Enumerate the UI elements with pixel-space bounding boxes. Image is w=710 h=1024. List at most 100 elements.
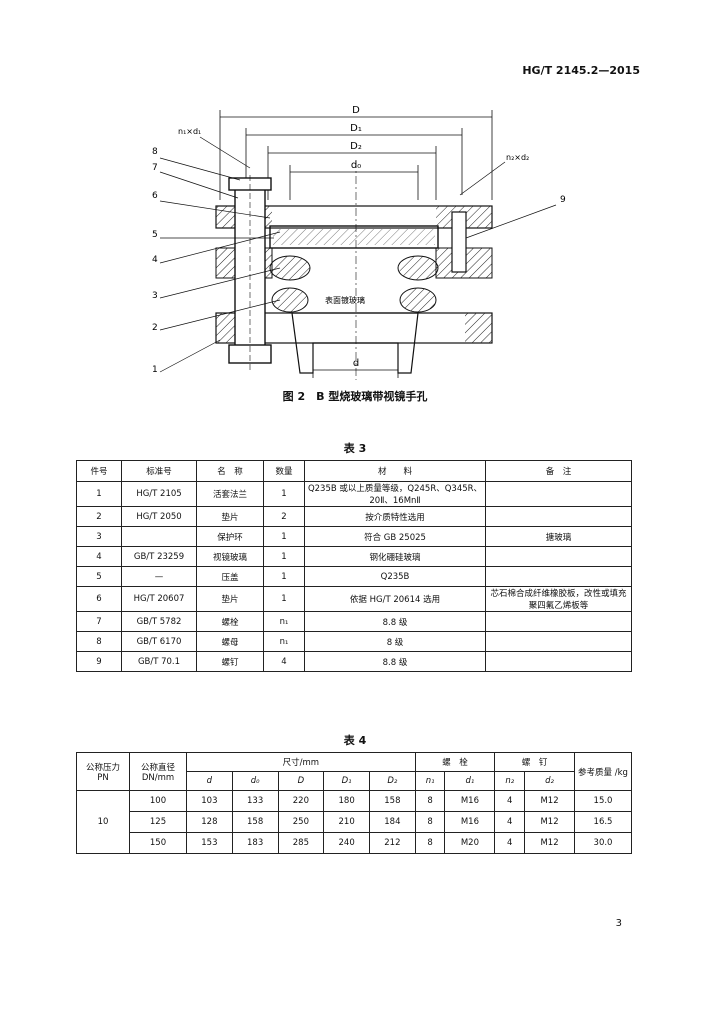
table-cell: GB/T 23259	[121, 546, 197, 567]
table-cell: Q235B 或以上质量等级，Q245R、Q345R、20Ⅱ、16MnⅡ	[304, 481, 486, 507]
col-material: 材 料	[304, 460, 486, 482]
standard-id: HG/T 2145.2—2015	[522, 64, 640, 77]
table-cell: 活套法兰	[196, 481, 264, 507]
callout-9: 9	[560, 195, 566, 205]
table-cell: 6	[76, 586, 122, 612]
table-cell: 128	[186, 811, 233, 833]
table-cell: 2	[263, 506, 305, 527]
dim-n2d2: n₂×d₂	[506, 153, 529, 162]
table-cell	[121, 526, 197, 547]
subheader-cell: D₂	[369, 771, 416, 791]
table-cell: 3	[76, 526, 122, 547]
col-bolt-group: 螺 栓	[414, 752, 496, 772]
table-cell	[485, 506, 632, 527]
table-cell: 螺母	[196, 631, 264, 652]
table-cell: 4	[494, 790, 526, 812]
table-cell: M12	[524, 832, 575, 854]
table-cell: 8	[414, 790, 446, 812]
table-cell: 8	[414, 832, 446, 854]
table4-caption: 表 4	[343, 734, 367, 747]
table-cell: —	[121, 566, 197, 587]
table-cell: 按介质特性选用	[304, 506, 486, 527]
subheader-cell: D₁	[323, 771, 370, 791]
table-cell: 4	[76, 546, 122, 567]
callout-2: 2	[152, 323, 158, 333]
table-cell: 100	[129, 790, 187, 812]
table-cell: 5	[76, 566, 122, 587]
table-cell: HG/T 2050	[121, 506, 197, 527]
table-cell: 视镜玻璃	[196, 546, 264, 567]
table-cell: 212	[369, 832, 416, 854]
table-cell: M20	[444, 832, 496, 854]
col-part-no: 件号	[76, 460, 122, 482]
pn-cell: 10	[76, 790, 130, 854]
table-cell: n₁	[263, 611, 305, 632]
callout-6: 6	[152, 191, 158, 201]
table-cell: 240	[323, 832, 370, 854]
page-number: 3	[615, 918, 622, 929]
table-cell: 184	[369, 811, 416, 833]
table-cell	[485, 631, 632, 652]
col-pn: 公称压力 PN	[76, 752, 130, 791]
col-qty: 数量	[263, 460, 305, 482]
dim-D: D	[352, 105, 360, 116]
dim-D2: D₂	[350, 141, 362, 152]
col-screw-group: 螺 钉	[494, 752, 575, 772]
subheader-cell: n₂	[494, 771, 526, 791]
table-cell: 4	[494, 832, 526, 854]
table-cell: M16	[444, 790, 496, 812]
table-cell: 16.5	[574, 811, 632, 833]
callout-4: 4	[152, 255, 158, 265]
table-cell: GB/T 5782	[121, 611, 197, 632]
table-cell: 1	[263, 481, 305, 507]
table-cell: 4	[263, 651, 305, 672]
table-cell: 180	[323, 790, 370, 812]
surface-annotation: 表面镀玻璃	[325, 295, 365, 305]
table-cell	[485, 611, 632, 632]
callout-5: 5	[152, 230, 158, 240]
table-cell: HG/T 2105	[121, 481, 197, 507]
callout-8: 8	[152, 147, 158, 157]
table-cell: 8	[414, 811, 446, 833]
col-size-group: 尺寸/mm	[186, 752, 416, 772]
table-cell: 依据 HG/T 20614 选用	[304, 586, 486, 612]
table-cell: HG/T 20607	[121, 586, 197, 612]
table3-caption: 表 3	[343, 442, 367, 455]
table-cell: 250	[277, 811, 325, 833]
figure-caption: 图 2 B 型烧玻璃带视镜手孔	[282, 390, 428, 403]
table-cell: 垫片	[196, 506, 264, 527]
table-cell: 1	[76, 481, 122, 507]
table-cell	[485, 651, 632, 672]
table-cell: 220	[277, 790, 325, 812]
technical-drawing: D D₁ D₂ d₀ d n₁×d₁ n₂×d₂ 表面镀玻璃 8 7 6 5 4	[152, 105, 566, 380]
table-cell: 285	[277, 832, 325, 854]
table-cell: 符合 GB 25025	[304, 526, 486, 547]
table-cell: 8.8 级	[304, 611, 486, 632]
dim-D1: D₁	[350, 123, 362, 134]
dim-n1d1: n₁×d₁	[178, 127, 201, 136]
subheader-cell: n₁	[414, 771, 446, 791]
table-cell	[485, 546, 632, 567]
table-cell: 垫片	[196, 586, 264, 612]
table-cell: 210	[323, 811, 370, 833]
table-cell: 芯石棉合成纤维橡胶板，改性或填充聚四氟乙烯板等	[485, 586, 632, 612]
table-cell: 1	[263, 586, 305, 612]
table-cell: 1	[263, 566, 305, 587]
col-name: 名 称	[196, 460, 264, 482]
table-cell: n₁	[263, 631, 305, 652]
table-cell: 7	[76, 611, 122, 632]
dimensions-table: 公称压力 PN 公称直径 DN/mm 尺寸/mm 螺 栓 螺 钉 参考质量 /k…	[76, 752, 632, 854]
table-cell: 9	[76, 651, 122, 672]
table-cell: 4	[494, 811, 526, 833]
table-cell	[485, 481, 632, 507]
